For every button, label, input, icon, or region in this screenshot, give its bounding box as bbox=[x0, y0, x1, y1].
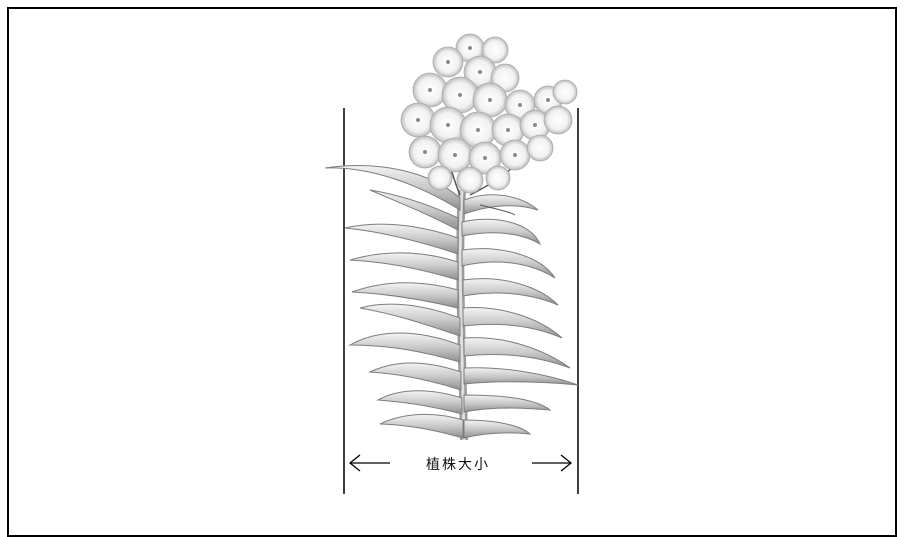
orchid-diagram bbox=[324, 33, 579, 494]
orchid-plant bbox=[324, 33, 579, 441]
plant-size-label: 植株大小 bbox=[426, 457, 490, 473]
leaves bbox=[324, 165, 579, 439]
left-arrow bbox=[348, 454, 390, 472]
flower-cluster bbox=[400, 33, 578, 194]
right-arrow bbox=[532, 454, 573, 472]
